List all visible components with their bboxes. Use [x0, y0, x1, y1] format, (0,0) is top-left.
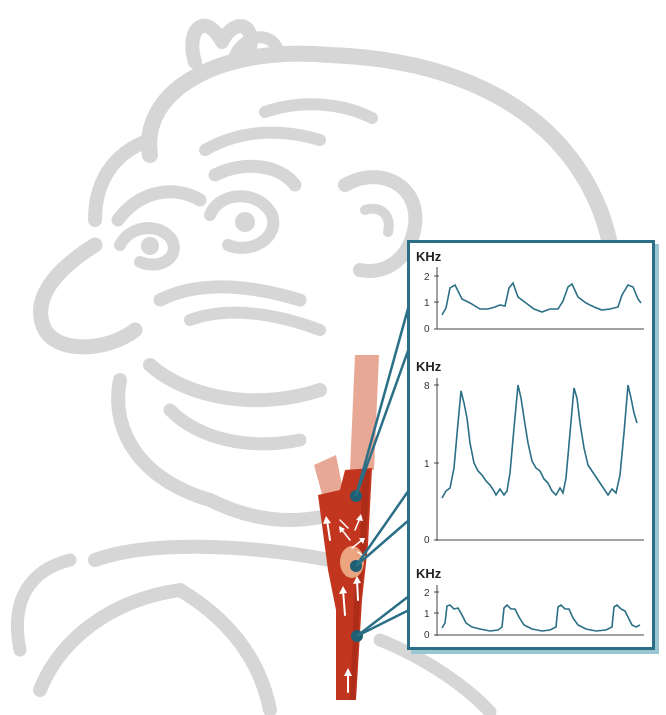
tick-label-2c: 0: [424, 535, 430, 546]
waveform-trace-3: [441, 603, 641, 632]
flow-arrow-icon: [323, 516, 331, 541]
unit-label-2: KHz: [416, 359, 442, 374]
waveform-panel-2: KHz 8 1 0: [416, 359, 644, 546]
turbulence-arrows-icon: [339, 514, 367, 559]
tick-label-1c: 0: [424, 324, 430, 335]
unit-label-1: KHz: [416, 249, 442, 264]
waveform-panel-3: KHz 2 1 0: [416, 566, 644, 641]
flow-arrow-icon: [339, 586, 347, 616]
tick-label-3a: 2: [424, 588, 430, 599]
tick-label-1a: 2: [424, 272, 430, 283]
flow-arrow-icon: [344, 668, 352, 693]
doppler-spectrum-panel: KHz 2 1 0 KHz 8 1 0 KHz 2 1 0: [407, 240, 655, 650]
doppler-waveforms: KHz 2 1 0 KHz 8 1 0 KHz 2 1 0: [416, 249, 644, 641]
flow-arrow-icon: [353, 576, 361, 601]
tick-label-2a: 8: [424, 381, 430, 392]
tick-label-1b: 1: [424, 298, 430, 309]
tick-label-2b: 1: [424, 459, 430, 470]
waveform-trace-2: [441, 384, 638, 499]
tick-label-3b: 1: [424, 609, 430, 620]
waveform-panel-1: KHz 2 1 0: [416, 249, 644, 335]
carotid-artery-illustration: [314, 355, 379, 700]
internal-carotid-upper: [350, 355, 379, 470]
waveform-trace-1: [441, 281, 642, 316]
tick-label-3c: 0: [424, 630, 430, 641]
person-outline-illustration: [10, 19, 623, 715]
callout-lines: [354, 304, 411, 638]
unit-label-3: KHz: [416, 566, 442, 581]
common-carotid-artery: [318, 468, 372, 700]
